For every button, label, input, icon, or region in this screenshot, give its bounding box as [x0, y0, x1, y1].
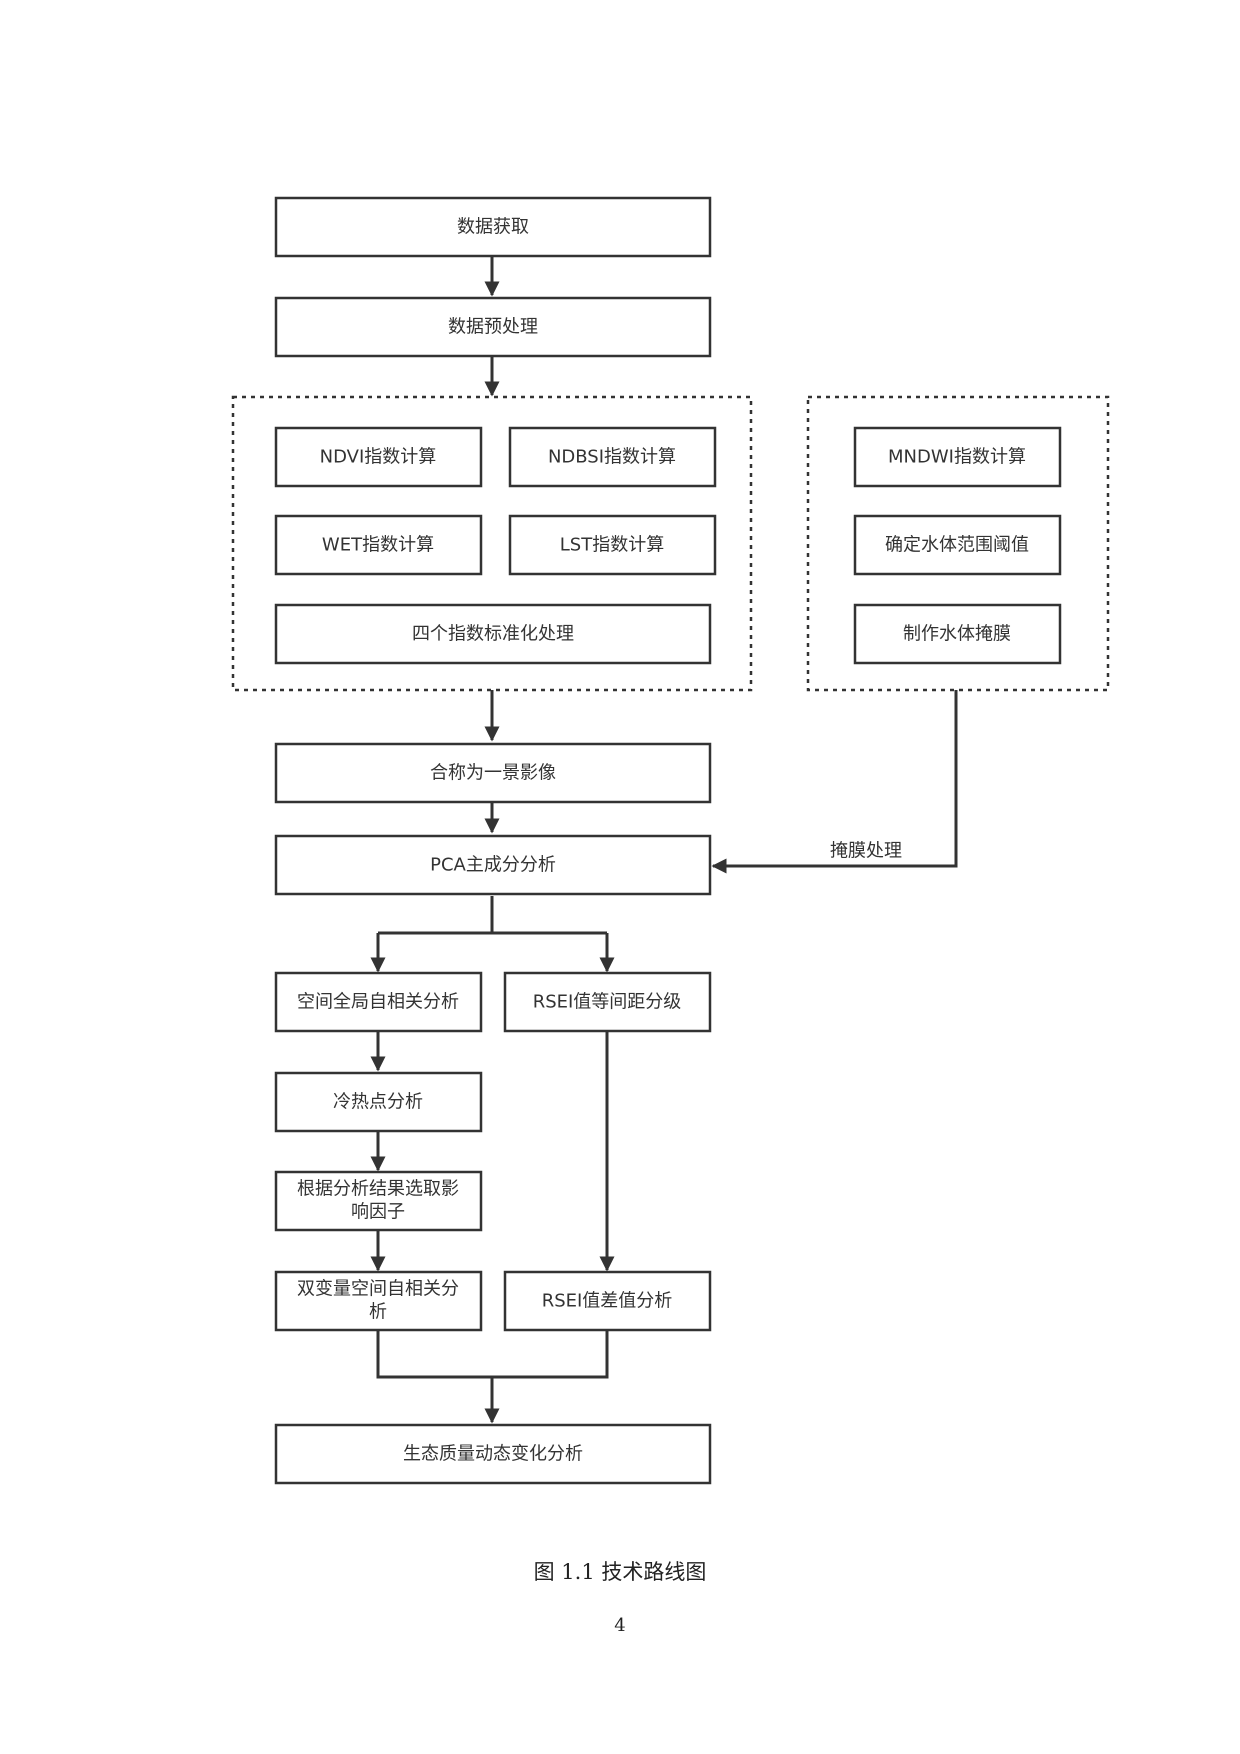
node-label: RSEI值等间距分级	[533, 992, 682, 1013]
node-data-preprocessing: 数据预处理	[274, 296, 712, 358]
node-box	[274, 1071, 483, 1133]
edges	[370, 256, 958, 1422]
node-box	[274, 1423, 712, 1485]
node-box	[274, 1270, 483, 1332]
node-label: 四个指数标准化处理	[412, 624, 574, 645]
node-water-mask: 制作水体掩膜	[853, 603, 1062, 665]
node-pca: PCA主成分分析	[274, 834, 712, 896]
node-label: 冷热点分析	[333, 1092, 423, 1113]
node-wet: WET指数计算	[274, 514, 483, 576]
node-label: MNDWI指数计算	[888, 447, 1026, 468]
node-label: 数据预处理	[448, 317, 538, 338]
node-box	[503, 1270, 712, 1332]
node-box	[274, 971, 483, 1033]
node-ndvi: NDVI指数计算	[274, 426, 483, 488]
node-hotspot: 冷热点分析	[274, 1071, 483, 1133]
node-rsei-diff: RSEI值差值分析	[503, 1270, 712, 1332]
node-label-line-2: 响因子	[351, 1202, 405, 1223]
node-box	[274, 1170, 483, 1232]
node-box	[274, 603, 712, 665]
node-box	[274, 426, 483, 488]
page-number: 4	[614, 1615, 626, 1636]
edge-merge-to-eco-change	[376, 1330, 609, 1422]
node-label: LST指数计算	[560, 535, 664, 556]
mask-processing-label: 掩膜处理	[830, 841, 902, 862]
node-label-line-1: 根据分析结果选取影	[297, 1179, 459, 1200]
node-water-threshold: 确定水体范围阈值	[853, 514, 1062, 576]
node-mndwi: MNDWI指数计算	[853, 426, 1062, 488]
node-box	[853, 603, 1062, 665]
node-label: NDBSI指数计算	[548, 447, 676, 468]
edge-water-mask-to-pca	[711, 690, 958, 874]
node-box	[508, 426, 717, 488]
node-label-line-2: 析	[369, 1302, 387, 1323]
node-normalization: 四个指数标准化处理	[274, 603, 712, 665]
node-data-acquisition: 数据获取	[274, 196, 712, 258]
node-label: 空间全局自相关分析	[297, 992, 459, 1013]
node-global-autocorr: 空间全局自相关分析	[274, 971, 483, 1033]
figure-caption: 图 1.1 技术路线图	[533, 1560, 707, 1584]
node-label: 数据获取	[457, 217, 529, 238]
node-box	[274, 196, 712, 258]
node-lst: LST指数计算	[508, 514, 717, 576]
node-box	[853, 426, 1062, 488]
node-label: 生态质量动态变化分析	[403, 1444, 583, 1465]
node-select-factors: 根据分析结果选取影 响因子	[274, 1170, 483, 1232]
node-bivariate: 双变量空间自相关分 析	[274, 1270, 483, 1332]
node-box	[274, 742, 712, 804]
node-box	[503, 971, 712, 1033]
node-composite: 合称为一景影像	[274, 742, 712, 804]
node-eco-change: 生态质量动态变化分析	[274, 1423, 712, 1485]
node-box	[853, 514, 1062, 576]
node-box	[274, 834, 712, 896]
node-label: RSEI值差值分析	[542, 1291, 673, 1312]
node-label: PCA主成分分析	[430, 855, 556, 876]
node-label: 合称为一景影像	[430, 763, 556, 784]
node-box	[274, 296, 712, 358]
node-rsei-grading: RSEI值等间距分级	[503, 971, 712, 1033]
node-label: WET指数计算	[322, 535, 434, 556]
node-box	[508, 514, 717, 576]
edge-pca-split	[378, 896, 607, 935]
node-label: 确定水体范围阈值	[885, 535, 1029, 556]
node-label-line-1: 双变量空间自相关分	[297, 1279, 459, 1300]
node-ndbsi: NDBSI指数计算	[508, 426, 717, 488]
node-label: NDVI指数计算	[320, 447, 437, 468]
node-label: 制作水体掩膜	[903, 624, 1011, 645]
node-box	[274, 514, 483, 576]
